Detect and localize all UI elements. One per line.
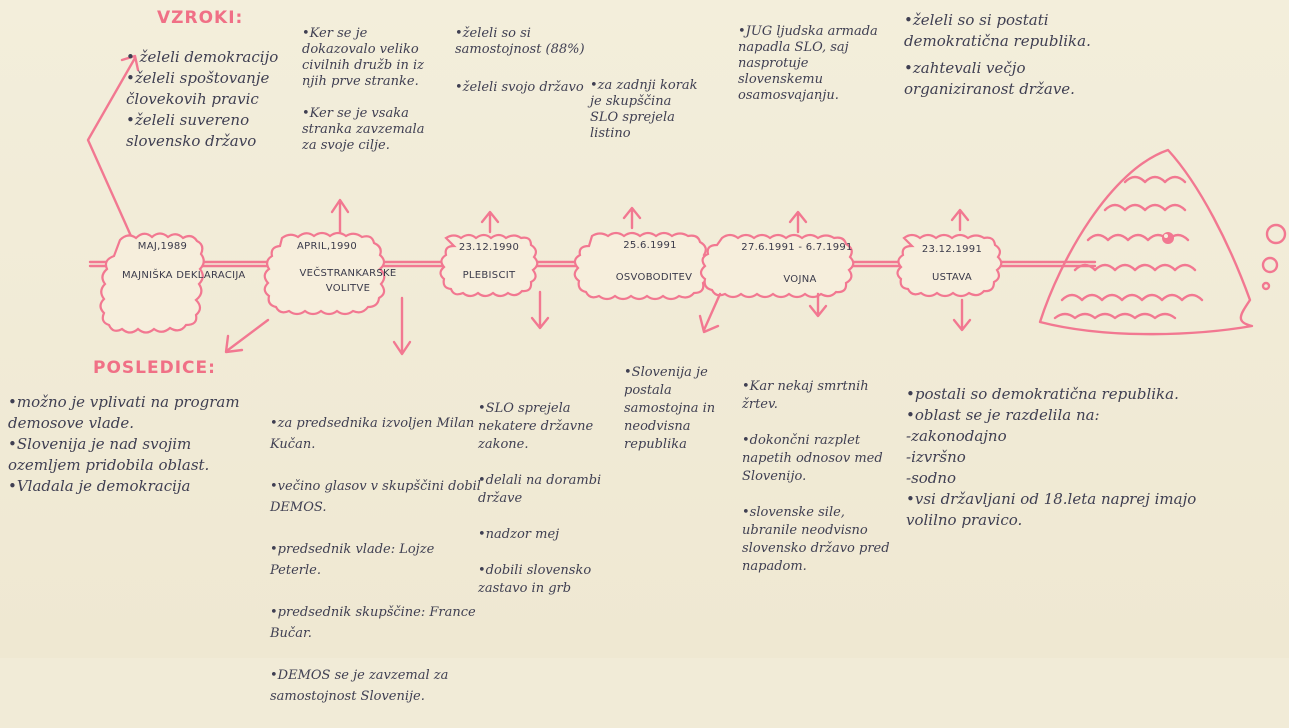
consequence-item: -zakonodajno [906,427,1007,445]
cause-item: •za zadnji korak je skupščina SLO spreje… [590,78,698,141]
event-cloud-2 [263,231,386,316]
event-date: APRIL,1990 [297,241,357,252]
consequence-item: •Vladala je demokracija [8,477,191,495]
cause-item: •želeli spoštovanje človekovih pravic [126,69,270,108]
cause-item: •želeli svojo državo [455,80,584,95]
consequence-item: •večino glasov v skupščini dobil DEMOS. [270,479,481,515]
consequence-item: •postali so demokratična republika. [906,385,1179,403]
consequence-item: -izvršno [906,448,966,466]
consequence-item: •dobili slovensko zastavo in grb [478,563,592,596]
event-consequences: •Slovenija je postala samostojna in neod… [624,346,724,472]
cause-item: •Ker se je dokazovalo veliko civilnih dr… [302,26,425,89]
event-cloud-5 [699,233,855,299]
consequence-item: •predsednik skupščine: France Bučar. [270,605,476,641]
event-name: VEČSTRANKARSKE VOLITVE [299,268,397,294]
event-cloud-1 [99,232,205,334]
consequences-arrow [226,318,270,352]
consequence-item: -sodno [906,469,957,487]
event-consequences: •Kar nekaj smrtnih žrtev. •dokončni razp… [742,360,892,594]
consequence-item: •nadzor mej [478,527,560,542]
event-consequences: •možno je vplivati na program demosove v… [8,392,264,497]
causes-heading: VZROKI: [157,8,244,28]
event-causes: •Ker se je dokazovalo veliko civilnih dr… [302,10,432,170]
event-consequences: •postali so demokratična republika. •obl… [906,384,1206,531]
event-causes: •JUG ljudska armada napadla SLO, saj nas… [738,8,888,120]
event-date: MAJ,1989 [137,241,188,252]
event-consequences: •SLO sprejela nekatere državne zakone. •… [478,382,624,616]
causes-list: • želeli demokracijo •želeli spoštovanje… [126,47,306,152]
consequence-item: •DEMOS se je zavzemal za samostojnost Sl… [270,668,449,704]
event-date: 23.12.1991 [921,244,983,255]
consequence-item: •slovenske sile, ubranile neodvisno slov… [742,505,890,574]
event-causes: •želeli so si samostojnost (88%) •želeli… [455,10,595,112]
event-date: 25.6.1991 [623,240,677,251]
consequence-item: •SLO sprejela nekatere državne zakone. [478,401,594,452]
cause-item: •želeli so si postati demokratična repub… [904,11,1091,50]
event-name: MAJNIŠKA DEKLARACIJA [122,270,246,281]
consequence-item: •predsednik vlade: Lojze Peterle. [270,542,435,578]
event-cloud-4 [573,231,710,301]
event-name: VOJNA [783,274,817,285]
consequence-item: •Kar nekaj smrtnih žrtev. [742,379,869,412]
event-date: 23.12.1990 [458,242,520,253]
event-cloud-3 [439,233,539,298]
consequence-item: •Slovenija je postala samostojna in neod… [624,365,716,452]
consequence-item: •delali na dorambi države [478,473,602,506]
event-causes: •za zadnji korak je skupščina SLO spreje… [590,62,700,158]
causes-arrow [86,56,137,247]
cause-item: •zahtevali večjo organiziranost države. [904,59,1075,98]
bubbles [1261,223,1287,291]
cause-item: • želeli demokracijo [126,48,279,66]
consequence-item: •vsi državljani od 18.leta naprej imajo … [906,490,1197,529]
cause-item: •želeli so si samostojnost (88%) [455,26,585,57]
consequence-item: •dokončni razplet napetih odnosov med Sl… [742,433,883,484]
consequence-item: •Slovenija je nad svojim ozemljem pridob… [8,435,210,474]
cause-item: •Ker se je vsaka stranka zavzemala za sv… [302,106,425,153]
event-date: 27.6.1991 - 6.7.1991 [741,242,853,253]
timeline-drawing [86,54,1287,356]
event-name: PLEBISCIT [462,270,516,281]
event-name: OSVOBODITEV [615,272,693,283]
consequence-item: •možno je vplivati na program demosove v… [8,393,240,432]
consequences-heading: POSLEDICE: [93,358,216,378]
cause-item: •želeli suvereno slovensko državo [126,111,257,150]
event-causes: •želeli so si postati demokratična repub… [904,10,1124,100]
event-consequences: •za predsednika izvoljen Milan Kučan. •v… [270,392,488,728]
consequence-item: •za predsednika izvoljen Milan Kučan. [270,416,475,452]
notebook-page: VZROKI: • želeli demokracijo •želeli spo… [0,0,1289,704]
event-cloud-6 [896,233,1003,298]
cause-item: •JUG ljudska armada napadla SLO, saj nas… [738,24,878,103]
fish-drawing [1038,148,1254,336]
event-name: USTAVA [931,272,973,283]
consequence-item: •oblast se je razdelila na: [906,406,1100,424]
